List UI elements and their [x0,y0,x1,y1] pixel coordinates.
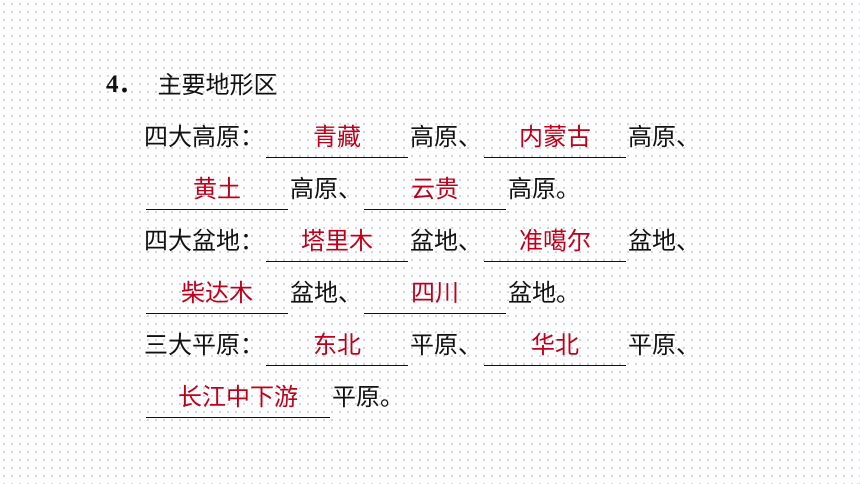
suffix-text: 高原、 [290,175,362,203]
answer-blank: 四川 [364,272,506,314]
answer-text: 长江中下游 [178,383,298,411]
answer-blank: 东北 [266,324,408,366]
answer-text: 准噶尔 [519,227,591,255]
suffix-text: 平原。 [332,383,404,411]
answer-text: 黄土 [193,175,241,203]
section-heading: 4． 主要地形区 [106,64,278,106]
plains-line-1: 三大平原： 东北 平原、 华北 平原、 [144,324,700,366]
suffix-text: 平原、 [628,331,700,359]
plains-label: 三大平原： [144,331,264,359]
answer-text: 四川 [411,279,459,307]
section-number: 4． [106,71,144,98]
suffix-text: 盆地、 [290,279,362,307]
plateaus-label: 四大高原： [144,123,264,151]
answer-blank: 长江中下游 [146,376,330,418]
answer-text: 塔里木 [301,227,373,255]
answer-text: 华北 [531,331,579,359]
answer-text: 东北 [313,331,361,359]
answer-text: 内蒙古 [519,123,591,151]
suffix-text: 高原、 [410,123,482,151]
basins-label: 四大盆地： [144,227,264,255]
answer-blank: 准噶尔 [484,220,626,262]
suffix-text: 高原、 [628,123,700,151]
answer-blank: 云贵 [364,168,506,210]
suffix-text: 盆地、 [628,227,700,255]
answer-blank: 内蒙古 [484,116,626,158]
suffix-text: 平原、 [410,331,482,359]
plains-line-2: 长江中下游 平原。 [144,376,404,418]
suffix-text: 盆地、 [410,227,482,255]
answer-blank: 塔里木 [266,220,408,262]
suffix-text: 高原。 [508,175,580,203]
answer-text: 云贵 [411,175,459,203]
answer-blank: 青藏 [266,116,408,158]
answer-blank: 柴达木 [146,272,288,314]
plateaus-line-1: 四大高原： 青藏 高原、 内蒙古 高原、 [144,116,700,158]
answer-blank: 黄土 [146,168,288,210]
suffix-text: 盆地。 [508,279,580,307]
basins-line-1: 四大盆地： 塔里木 盆地、 准噶尔 盆地、 [144,220,700,262]
answer-text: 柴达木 [181,279,253,307]
basins-line-2: 柴达木 盆地、 四川 盆地。 [144,272,580,314]
answer-blank: 华北 [484,324,626,366]
answer-text: 青藏 [313,123,361,151]
section-title: 主要地形区 [157,71,278,99]
plateaus-line-2: 黄土 高原、 云贵 高原。 [144,168,580,210]
